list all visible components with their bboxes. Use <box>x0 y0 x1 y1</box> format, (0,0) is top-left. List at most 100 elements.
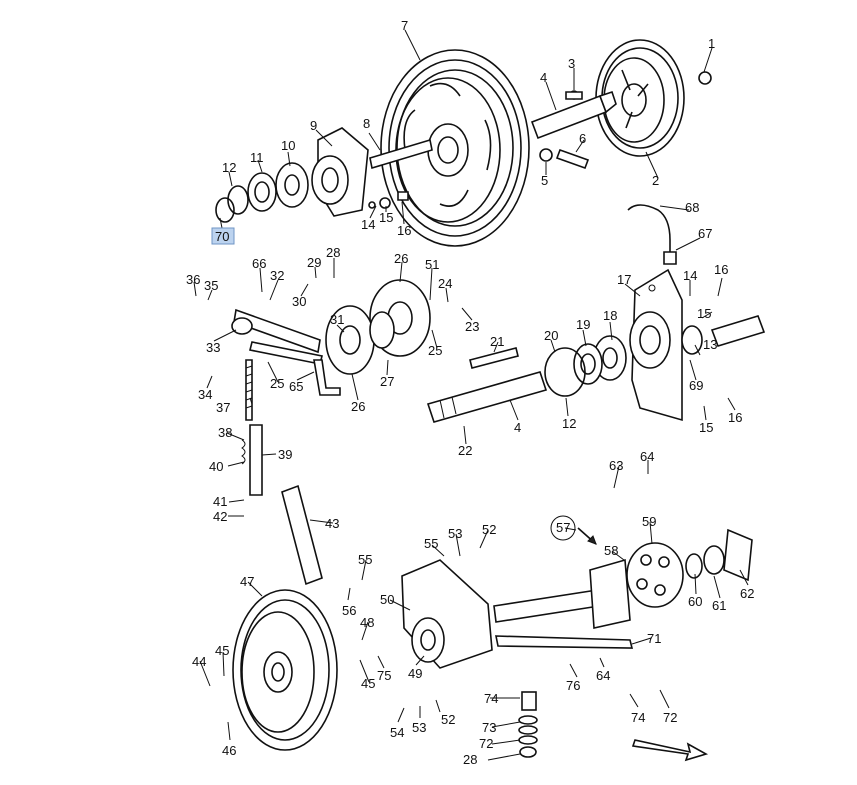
callout-16: 16 <box>397 223 411 238</box>
callout-12: 12 <box>222 160 236 175</box>
callout-56: 56 <box>342 603 356 618</box>
callout-6: 6 <box>579 131 586 146</box>
pulley-47 <box>232 589 338 751</box>
callout-43: 43 <box>325 516 339 531</box>
callout-24: 24 <box>438 276 452 291</box>
callout-55: 55 <box>358 552 372 567</box>
callout-41: 41 <box>213 494 227 509</box>
callout-23: 23 <box>465 319 479 334</box>
callout-53: 53 <box>448 526 462 541</box>
callout-63: 63 <box>609 458 623 473</box>
stack-73 <box>518 691 538 758</box>
callout-44: 44 <box>192 654 206 669</box>
callout-52: 52 <box>482 522 496 537</box>
clutch-26 <box>325 279 431 375</box>
callout-57: 57 <box>556 520 570 535</box>
callout-57-circle <box>550 515 576 541</box>
callout-20: 20 <box>544 328 558 343</box>
callout-19: 19 <box>576 317 590 332</box>
callout-67: 67 <box>698 226 712 241</box>
callout-58: 58 <box>604 543 618 558</box>
callout-40: 40 <box>209 459 223 474</box>
callout-15: 15 <box>379 210 393 225</box>
callout-7: 7 <box>401 18 408 33</box>
callout-50: 50 <box>380 592 394 607</box>
callout-45: 45 <box>361 676 375 691</box>
arrow-57 <box>577 527 597 545</box>
callout-28: 28 <box>326 245 340 260</box>
cable-68 <box>627 204 677 265</box>
callout-25: 25 <box>270 376 284 391</box>
callout-33: 33 <box>206 340 220 355</box>
callout-3: 3 <box>568 56 575 71</box>
callout-69: 69 <box>689 378 703 393</box>
callout-38: 38 <box>218 425 232 440</box>
callout-36: 36 <box>186 272 200 287</box>
callout-30: 30 <box>292 294 306 309</box>
callout-8: 8 <box>363 116 370 131</box>
callout-55: 55 <box>424 536 438 551</box>
shaft-57 <box>493 558 631 629</box>
callout-2: 2 <box>652 173 659 188</box>
callout-39: 39 <box>278 447 292 462</box>
callout-74: 74 <box>631 710 645 725</box>
callout-4: 4 <box>540 70 547 85</box>
callout-21: 21 <box>490 334 504 349</box>
callout-13: 13 <box>703 337 717 352</box>
callout-16: 16 <box>714 262 728 277</box>
key-8 <box>369 138 433 170</box>
callout-26: 26 <box>394 251 408 266</box>
callout-11: 11 <box>250 150 264 165</box>
callout-42: 42 <box>213 509 227 524</box>
callout-12: 12 <box>562 416 576 431</box>
lever-71 <box>495 635 634 649</box>
callout-52: 52 <box>441 712 455 727</box>
leader-lines <box>193 29 749 761</box>
callout-37: 37 <box>216 400 230 415</box>
arm-32 <box>231 308 341 396</box>
cover-43 <box>281 484 323 586</box>
callout-75: 75 <box>377 668 391 683</box>
callout-18: 18 <box>603 308 617 323</box>
callout-59: 59 <box>642 514 656 529</box>
small-hardware-top <box>368 71 712 209</box>
callout-9: 9 <box>310 118 317 133</box>
callout-27: 27 <box>380 374 394 389</box>
callout-65: 65 <box>289 379 303 394</box>
callout-54: 54 <box>390 725 404 740</box>
callout-76: 76 <box>566 678 580 693</box>
spring-bracket-39 <box>241 424 263 496</box>
callout-72: 72 <box>479 736 493 751</box>
callout-1: 1 <box>708 36 715 51</box>
coupling-59 <box>626 528 753 608</box>
callout-29: 29 <box>307 255 321 270</box>
callout-61: 61 <box>712 598 726 613</box>
callout-15: 15 <box>699 420 713 435</box>
callout-64: 64 <box>596 668 610 683</box>
callout-14: 14 <box>683 268 697 283</box>
callout-5: 5 <box>541 173 548 188</box>
callout-14: 14 <box>361 217 375 232</box>
plate-17 <box>629 268 683 422</box>
housing-50 <box>401 559 493 669</box>
callout-64: 64 <box>640 449 654 464</box>
callout-22: 22 <box>458 443 472 458</box>
callout-labels: 1 2 3 4 5 6 7 8 9 10 11 12 14 15 16 70 6… <box>186 18 754 767</box>
key-21 <box>469 347 519 369</box>
callout-72: 72 <box>663 710 677 725</box>
callout-71: 71 <box>647 631 661 646</box>
callout-45: 45 <box>215 643 229 658</box>
callout-62: 62 <box>740 586 754 601</box>
callout-28: 28 <box>463 752 477 767</box>
callout-70: 70 <box>215 229 229 244</box>
callout-68: 68 <box>685 200 699 215</box>
callout-47: 47 <box>240 574 254 589</box>
callout-74: 74 <box>484 691 498 706</box>
callout-15: 15 <box>697 306 711 321</box>
bearing-stack-right <box>544 315 766 397</box>
callout-4: 4 <box>514 420 521 435</box>
callout-17: 17 <box>617 272 631 287</box>
callout-53: 53 <box>412 720 426 735</box>
arrow-bottom <box>631 739 709 762</box>
